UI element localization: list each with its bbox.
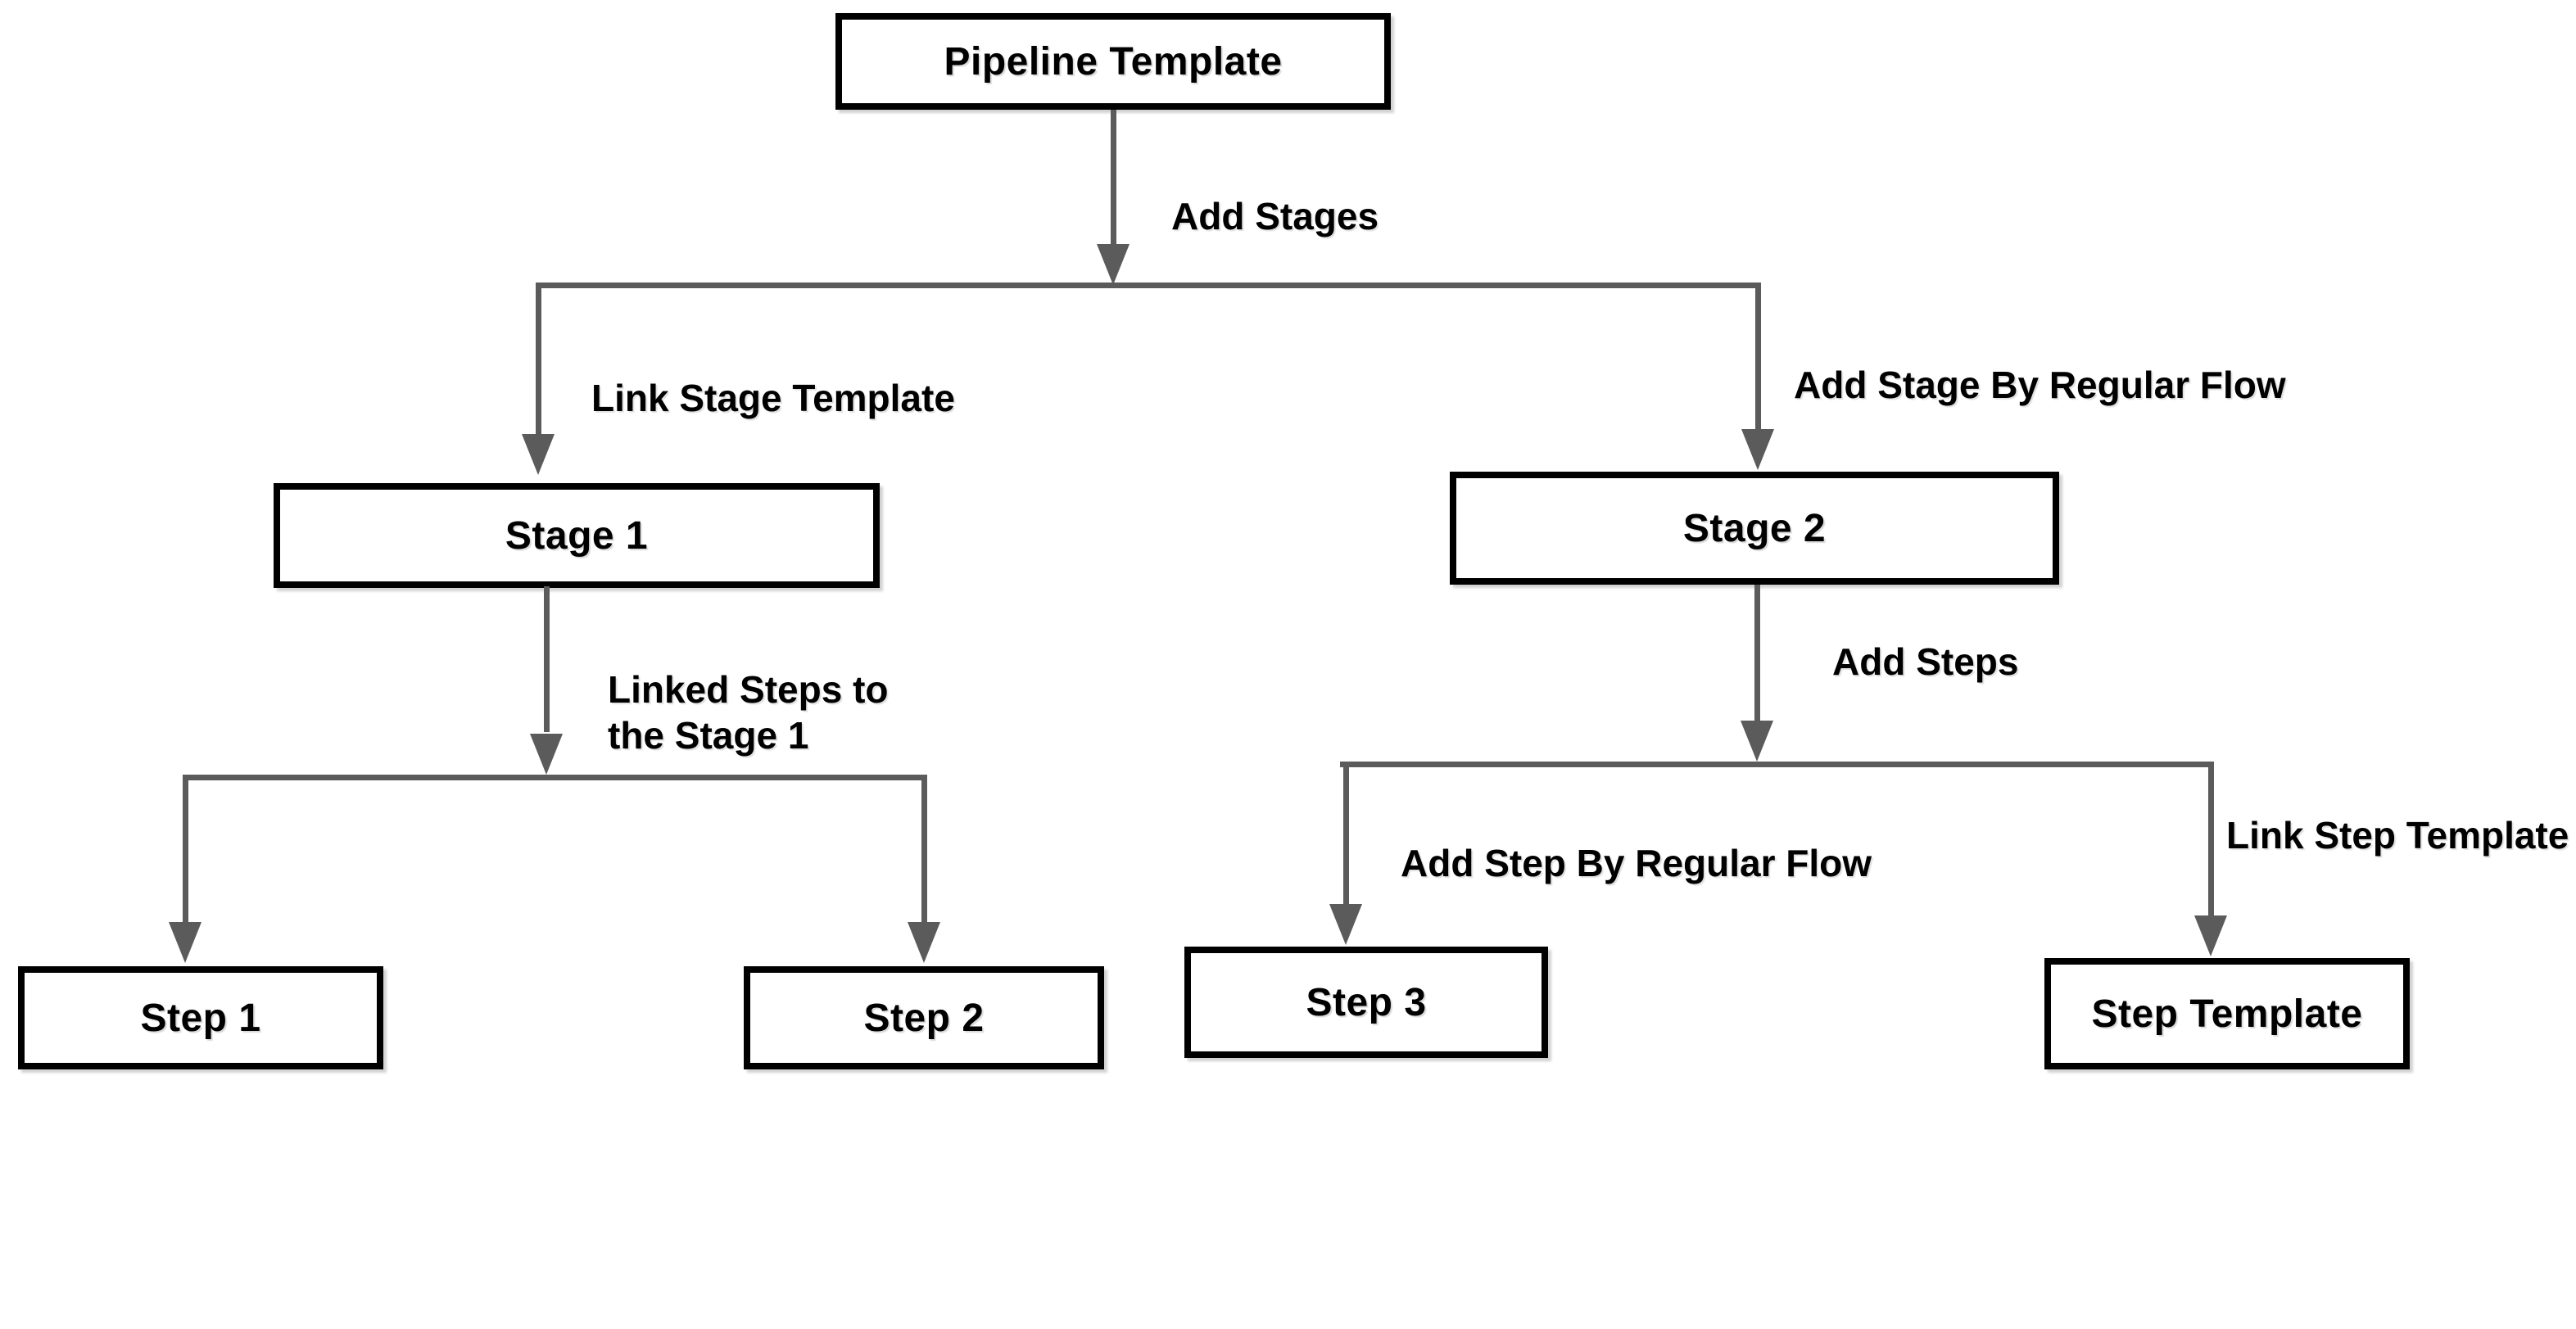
edge-to-step-1-arrowhead-icon [169, 922, 201, 963]
edge-to-stage-2-arrowhead-icon [1741, 429, 1774, 470]
node-stage-2: Stage 2 [1450, 472, 2059, 585]
node-pipeline-template: Pipeline Template [835, 13, 1391, 110]
edge-to-step-1-line [183, 775, 188, 922]
node-stage-1-label: Stage 1 [505, 513, 649, 558]
edge-label-add-steps: Add Steps [1832, 640, 2019, 683]
node-step-template-label: Step Template [2091, 992, 2363, 1036]
edge-pipeline-drop-arrowhead-icon [1097, 244, 1130, 285]
edge-to-step-3-arrowhead-icon [1329, 904, 1362, 945]
edge-label-add-stages: Add Stages [1171, 195, 1379, 237]
node-step-2: Step 2 [744, 966, 1104, 1069]
edge-steps-3-template-split-rail [1340, 762, 2214, 767]
edge-to-step-3-line [1343, 762, 1349, 906]
edge-stage-1-drop-arrowhead-icon [530, 734, 563, 775]
edge-steps-1-2-split-rail [183, 775, 927, 780]
edge-label-add-stage-by-regular-flow: Add Stage By Regular Flow [1794, 364, 2286, 406]
node-step-1-label: Step 1 [140, 996, 261, 1040]
edge-label-add-step-by-regular-flow: Add Step By Regular Flow [1401, 842, 1872, 884]
edge-to-stage-2-line [1755, 283, 1761, 429]
node-pipeline-template-label: Pipeline Template [944, 39, 1283, 84]
node-step-3: Step 3 [1184, 947, 1548, 1058]
edge-pipeline-drop-line [1111, 110, 1116, 246]
edge-label-linked-steps-to-stage-1: Linked Steps to the Stage 1 [608, 668, 889, 757]
edge-to-step-template-line [2208, 762, 2214, 917]
edge-to-stage-1-arrowhead-icon [522, 434, 555, 475]
node-step-2-label: Step 2 [863, 996, 985, 1040]
edge-stages-split-rail [536, 283, 1761, 288]
node-step-3-label: Step 3 [1306, 980, 1427, 1024]
node-step-1: Step 1 [18, 966, 383, 1069]
edge-to-step-template-arrowhead-icon [2194, 915, 2227, 956]
edge-to-step-2-line [921, 775, 927, 922]
edge-stage-2-drop-line [1754, 585, 1760, 722]
edge-label-link-step-template: Link Step Template [2226, 814, 2569, 857]
node-step-template: Step Template [2044, 958, 2410, 1069]
node-stage-1: Stage 1 [274, 483, 880, 588]
edge-to-step-2-arrowhead-icon [908, 922, 940, 963]
edge-stage-2-drop-arrowhead-icon [1741, 721, 1773, 762]
edge-stage-1-drop-line [544, 586, 550, 732]
edge-to-stage-1-line [536, 283, 541, 434]
node-stage-2-label: Stage 2 [1682, 506, 1827, 550]
edge-label-link-stage-template: Link Stage Template [591, 377, 955, 419]
